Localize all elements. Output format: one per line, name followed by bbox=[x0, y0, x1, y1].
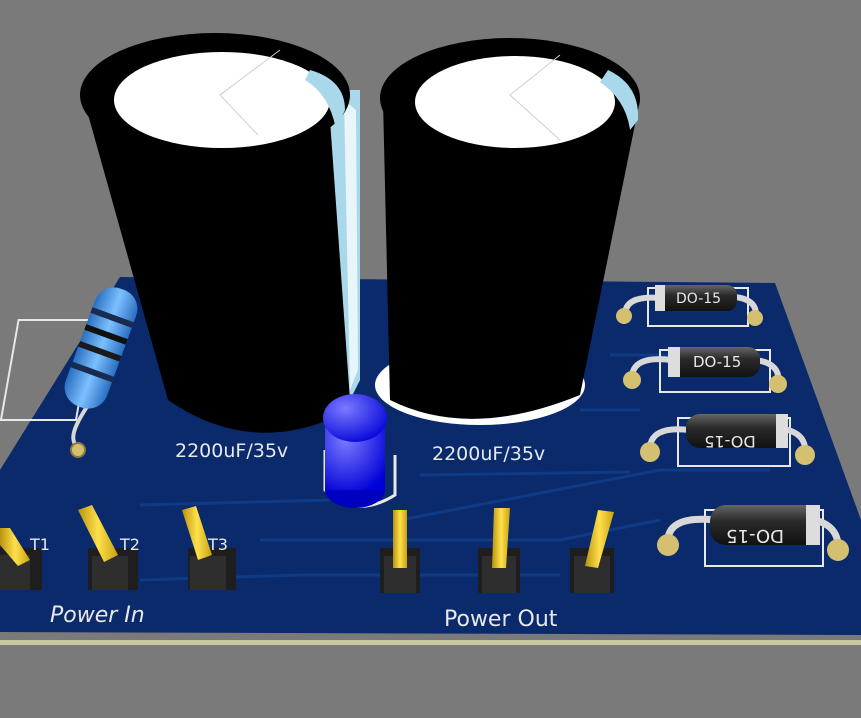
pin-label-t1: T1 bbox=[29, 535, 50, 554]
capacitor-right bbox=[375, 38, 640, 425]
diode-label-2: DO-15 bbox=[693, 353, 741, 371]
power-in-header: T1 T2 T3 bbox=[0, 505, 236, 590]
diode-label-3: DO-15 bbox=[704, 432, 756, 451]
capacitor-label-left: 2200uF/35v bbox=[175, 440, 288, 462]
led bbox=[323, 394, 397, 508]
diode-label-1: DO-15 bbox=[676, 291, 721, 307]
diode-1: DO-15 bbox=[616, 285, 763, 327]
resistor bbox=[0, 287, 138, 458]
out-pin-3 bbox=[570, 510, 614, 593]
diode-4: DO-15 bbox=[657, 505, 849, 567]
diode-2: DO-15 bbox=[623, 347, 787, 393]
capacitor-label-right: 2200uF/35v bbox=[432, 443, 545, 465]
pin-t1: T1 bbox=[0, 528, 50, 590]
capacitor-left bbox=[80, 33, 360, 433]
pin-t3: T3 bbox=[182, 506, 236, 590]
power-out-header bbox=[380, 508, 614, 593]
pin-label-t3: T3 bbox=[207, 535, 228, 554]
power-in-label: Power In bbox=[50, 603, 145, 628]
diode-3: DO-15 bbox=[640, 414, 815, 467]
pin-label-t2: T2 bbox=[119, 535, 140, 554]
out-pin-2 bbox=[478, 508, 520, 593]
out-pin-1 bbox=[380, 510, 420, 593]
diode-label-4: DO-15 bbox=[726, 525, 784, 546]
pin-t2: T2 bbox=[78, 505, 140, 590]
power-out-label: Power Out bbox=[444, 607, 558, 632]
